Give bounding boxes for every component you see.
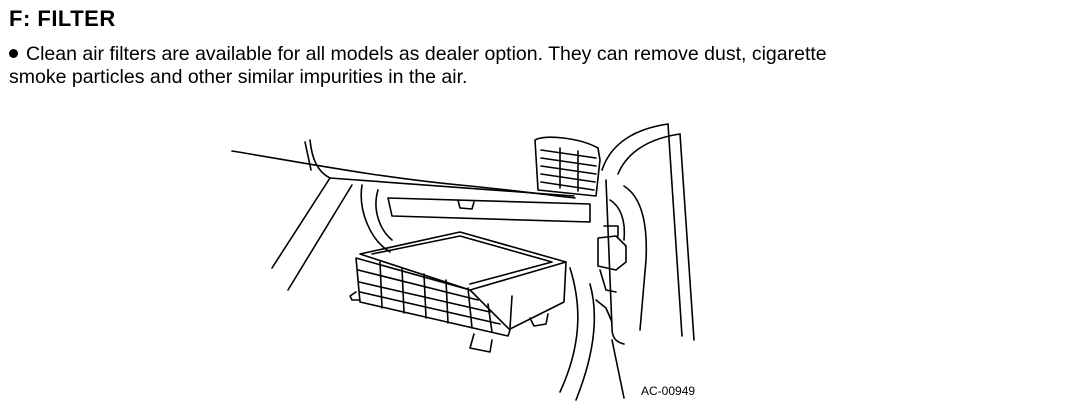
lower-panel-line	[559, 267, 579, 393]
dashboard-upper-edge	[231, 150, 576, 199]
description-line-2: smoke particles and other similar impuri…	[9, 66, 468, 88]
description-line-1: Clean air filters are available for all …	[26, 43, 827, 65]
glovebox-contour	[360, 184, 391, 253]
left-pillar	[271, 177, 331, 269]
description-paragraph: Clean air filters are available for all …	[9, 43, 1009, 89]
air-filter-cartridge	[349, 231, 567, 353]
air-vent	[534, 136, 601, 197]
door-frame	[595, 123, 695, 345]
figure-code: AC-00949	[641, 384, 696, 398]
filter-slot	[387, 197, 591, 223]
bullet-icon	[9, 49, 18, 58]
section-title: F: FILTER	[9, 6, 116, 31]
